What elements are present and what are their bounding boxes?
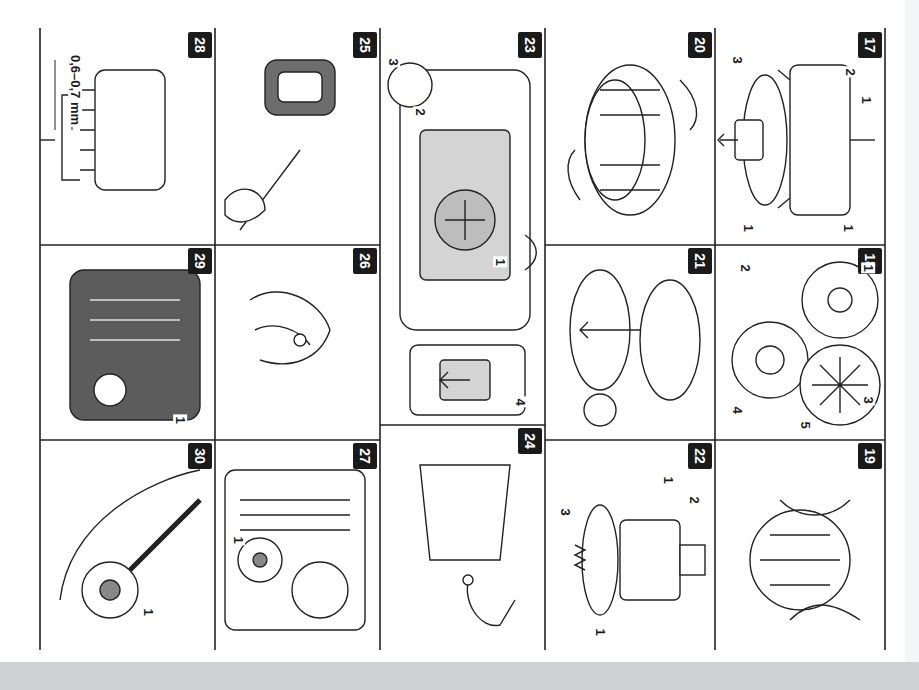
callout-number: 3 <box>386 56 400 67</box>
step-number: 28 <box>192 37 208 53</box>
callout-number: 3 <box>730 54 744 65</box>
step-number: 20 <box>692 37 708 53</box>
step-number-badge: 19 <box>858 443 882 469</box>
callout-number: 1 <box>173 414 187 425</box>
step-number-badge: 27 <box>353 443 377 469</box>
step-number-badge: 24 <box>518 428 542 454</box>
callout-number: 3 <box>558 506 572 517</box>
step-number-badge: 20 <box>688 32 712 58</box>
dimension-label: 0,6–0,7 mm <box>68 53 82 127</box>
callout-number: 1 <box>861 262 875 273</box>
step-number-badge: 21 <box>688 248 712 274</box>
step-number: 30 <box>192 448 208 464</box>
callout-number: 1 <box>841 222 855 233</box>
callout-number: 1 <box>141 606 155 617</box>
callout-number: 2 <box>843 66 857 77</box>
step-number-badge: 29 <box>188 248 212 274</box>
callout-number: 2 <box>413 106 427 117</box>
callout-number: 1 <box>741 222 755 233</box>
step-number: 29 <box>192 253 208 269</box>
step-number: 24 <box>522 433 538 449</box>
step-number-badge: 26 <box>353 248 377 274</box>
callout-number: 1 <box>661 474 675 485</box>
step-number: 23 <box>522 37 538 53</box>
step-number: 21 <box>692 253 708 269</box>
callout-number: 1 <box>859 94 873 105</box>
step-number: 26 <box>357 253 373 269</box>
step-number-badge: 30 <box>188 443 212 469</box>
step-number-badge: 17 <box>858 32 882 58</box>
callout-number: 2 <box>687 494 701 505</box>
callout-number: 1 <box>493 256 507 267</box>
callout-number: 5 <box>798 419 812 430</box>
step-number-badge: 25 <box>353 32 377 58</box>
step-number: 27 <box>357 448 373 464</box>
callout-number: 3 <box>861 394 875 405</box>
callout-number: 4 <box>730 404 744 415</box>
callout-number: 1 <box>593 626 607 637</box>
step-number-badge: 28 <box>188 32 212 58</box>
step-number: 17 <box>862 37 878 53</box>
callout-number: 1 <box>231 534 245 545</box>
step-number-badge: 22 <box>688 443 712 469</box>
step-number: 25 <box>357 37 373 53</box>
callout-number: 2 <box>738 262 752 273</box>
callout-number: 4 <box>513 396 527 407</box>
step-number-badge: 23 <box>518 32 542 58</box>
step-number: 22 <box>692 448 708 464</box>
step-number: 19 <box>862 448 878 464</box>
